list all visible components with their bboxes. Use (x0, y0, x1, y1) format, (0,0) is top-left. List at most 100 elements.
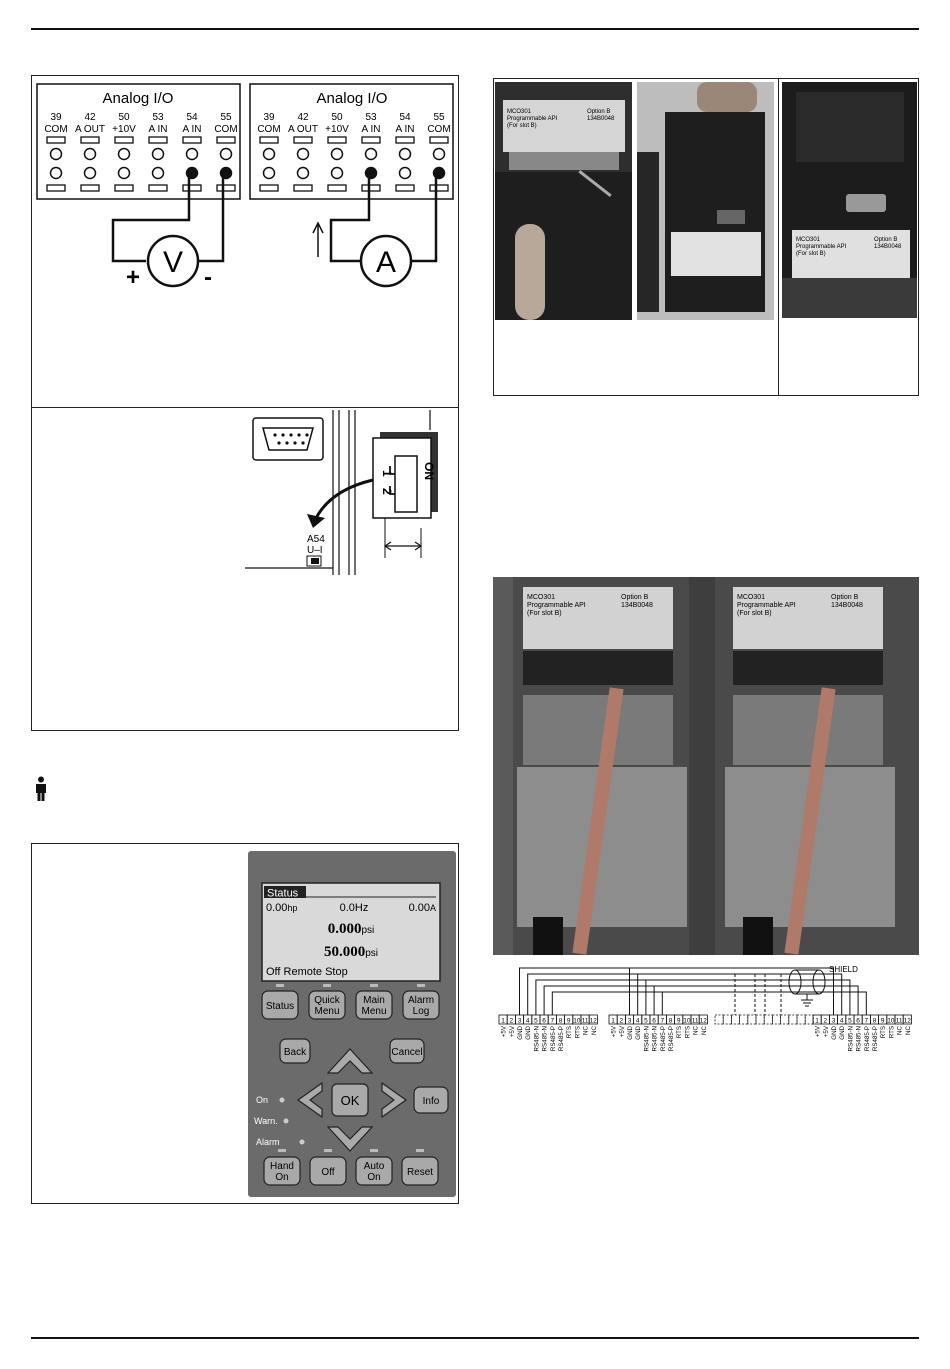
option-install-figure (493, 78, 919, 396)
terminal-number: 50 (331, 112, 343, 123)
menu-button[interactable] (402, 990, 440, 1020)
info-label: Info (423, 1096, 440, 1107)
menu-button[interactable] (261, 990, 299, 1020)
terminal-slot (148, 184, 168, 192)
lcp-figure (31, 843, 459, 1204)
module-label-3c: (For slot B) (796, 251, 826, 257)
terminal-slot (259, 136, 279, 144)
terminal-slot (259, 184, 279, 192)
pin-name: GND (831, 1025, 838, 1039)
footer-rule (31, 1337, 919, 1339)
control-button-label: Hand (270, 1161, 294, 1172)
terminal-slot (361, 136, 381, 144)
terminal-label: +10V (112, 124, 136, 135)
terminal-pin-dashed (755, 1014, 765, 1025)
pin-name: +5V (619, 1025, 626, 1037)
pin-number: 9 (567, 1018, 571, 1025)
pin-name: RTS (676, 1026, 683, 1038)
control-button[interactable] (401, 1156, 439, 1186)
module-label-1a: MCO301 (507, 109, 532, 115)
terminal-screw (83, 147, 97, 161)
left-arrow-button[interactable] (296, 1081, 323, 1119)
pin-number: 9 (881, 1018, 885, 1025)
pin-name: GND (627, 1025, 634, 1039)
menu-button[interactable] (308, 990, 346, 1020)
led-alarm-label: Alarm (256, 1137, 280, 1147)
pin-number: 4 (526, 1018, 530, 1025)
terminal-screw (330, 147, 344, 161)
control-button[interactable] (263, 1156, 301, 1186)
pin-number: 3 (628, 1018, 632, 1025)
terminal-screw (398, 147, 412, 161)
lcp-big-2: 50.000 (324, 944, 365, 960)
pin-name: GND (635, 1025, 642, 1039)
terminal-slot (216, 184, 236, 192)
ok-button[interactable] (331, 1083, 369, 1117)
back-button[interactable] (279, 1038, 311, 1064)
terminal-pin-dashed (771, 1014, 781, 1025)
menu-button[interactable] (355, 990, 393, 1020)
terminal-number: 53 (365, 112, 377, 123)
pin-number: 7 (550, 1018, 554, 1025)
lcp-status-title: Status (267, 888, 299, 900)
pin-name: RS485-N (856, 1026, 863, 1051)
terminal-label: A IN (183, 124, 202, 135)
pin-number: 12 (590, 1018, 598, 1025)
terminal-slot (429, 136, 449, 144)
cancel-button[interactable] (389, 1038, 425, 1064)
lcp-val-hp: 0.00 (266, 902, 287, 914)
terminal-number: 55 (220, 112, 232, 123)
right-arrow-button[interactable] (381, 1081, 408, 1119)
terminal-pin-dashed (780, 1014, 790, 1025)
rs485-wiring-diagram: SHIELD 1+5V2+5V3GND4GND5RS485-N6RS485-N7… (498, 965, 912, 1051)
analog-io-title-right: Analog I/O (317, 90, 388, 107)
terminal-label: COM (214, 124, 237, 135)
shield-label: SHIELD (829, 965, 858, 974)
terminal-slot (182, 136, 202, 144)
terminal-contact (151, 166, 165, 180)
lcp-val-hz: 0.0Hz (340, 902, 369, 914)
up-arrow-button[interactable] (326, 1048, 374, 1074)
terminal-slot (293, 184, 313, 192)
terminal-label: A OUT (288, 124, 318, 135)
module-label-l2: Programmable API (527, 602, 586, 609)
plus-sign: + (126, 264, 140, 291)
pin-name: GND (525, 1025, 532, 1039)
terminal-number: 39 (263, 112, 275, 123)
pin-number: 1 (501, 1018, 505, 1025)
switch-on-label: ON (422, 462, 436, 480)
pin-name: RS485-P (864, 1026, 871, 1051)
pin-name: +5V (501, 1025, 508, 1037)
lcp-big-1: 0.000 (328, 921, 362, 937)
pin-name: RS485-N (643, 1026, 650, 1051)
terminal-screw (185, 147, 199, 161)
pin-number: 2 (619, 1018, 623, 1025)
switch-figure (31, 407, 459, 731)
terminal-slot (80, 184, 100, 192)
menu-button-label-line2: Menu (314, 1006, 339, 1017)
pin-name: NC (701, 1025, 708, 1034)
down-arrow-button[interactable] (326, 1126, 374, 1152)
menu-button-label: Status (266, 1001, 294, 1012)
terminal-number: 55 (433, 112, 445, 123)
terminal-screw (151, 147, 165, 161)
control-button[interactable] (309, 1156, 347, 1186)
pin-name: RS485-P (558, 1026, 565, 1051)
info-button[interactable] (413, 1086, 449, 1114)
pin-number: 7 (864, 1018, 868, 1025)
lcp-unit-hp: hp (287, 903, 297, 913)
pin-name: NC (693, 1025, 700, 1034)
pin-number: 8 (669, 1018, 673, 1025)
control-button-label: Off (321, 1167, 334, 1178)
terminal-number: 42 (84, 112, 96, 123)
terminal-pin-dashed (763, 1014, 773, 1025)
switch-name-ui: U–I (307, 545, 323, 556)
terminal-screw (296, 147, 310, 161)
module-label-l1: MCO301 (527, 594, 555, 601)
module-option-r: Option B (831, 594, 859, 601)
control-button[interactable] (355, 1156, 393, 1186)
pin-name: +5V (509, 1025, 516, 1037)
pin-number: 11 (896, 1018, 903, 1025)
terminal-slot (395, 136, 415, 144)
pin-name: RTS (684, 1026, 691, 1038)
